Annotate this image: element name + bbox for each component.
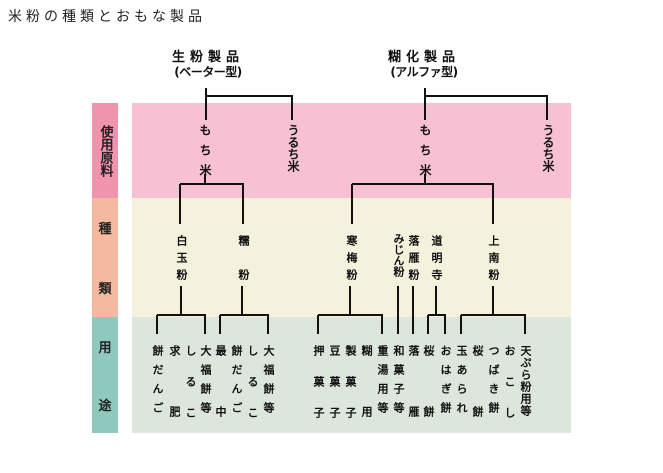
type-rakuganko: 落雁粉 <box>407 235 420 286</box>
use-item: 餅だんご <box>151 345 164 421</box>
use-item: 糊用 <box>360 345 373 467</box>
use-item: 大福餅等 <box>199 345 212 421</box>
use-item: 大福餅等 <box>262 345 275 421</box>
use-item: しるこ <box>184 345 197 438</box>
category-subtitle: (ベーター型) <box>174 65 242 79</box>
connector <box>205 88 293 120</box>
material-uruchimai: うるち米 <box>286 124 300 172</box>
use-item: おこし <box>503 345 516 438</box>
connector <box>179 174 244 224</box>
connector <box>317 286 383 334</box>
use-item: しるこ <box>246 345 259 438</box>
material-uruchimai: うるち米 <box>541 124 555 172</box>
type-jonanko: 上南粉 <box>487 235 500 286</box>
type-domyoji: 道明寺 <box>430 235 443 286</box>
use-item: 天ぷら粉用等 <box>519 345 532 417</box>
connector <box>156 286 206 334</box>
use-item: 玉あられ <box>455 345 468 421</box>
use-item: 最中 <box>214 345 227 467</box>
category-gelatinized: 糊化製品 (アルファ型) <box>364 50 484 80</box>
use-item: 桜餅 <box>422 345 435 467</box>
use-item: 製菓子 <box>344 345 357 438</box>
row-label-text: 途 <box>98 398 112 414</box>
row-label-materials: 使用原料 <box>92 103 118 198</box>
category-name: 生粉製品 <box>171 50 244 65</box>
use-item: おはぎ餅 <box>439 345 452 421</box>
category-raw-flour: 生粉製品 (ベーター型) <box>148 50 268 80</box>
type-shiratamako: 白玉粉 <box>175 235 188 286</box>
connector <box>424 88 548 120</box>
type-mochiko: 糯粉 <box>237 235 250 303</box>
row-label-text: 種 <box>98 222 112 238</box>
connector <box>219 286 269 334</box>
use-item: 重湯用等 <box>376 345 389 421</box>
category-name: 糊化製品 <box>387 50 460 65</box>
row-label-types: 種 類 <box>92 198 118 317</box>
connector <box>460 286 526 334</box>
use-item: 豆菓子 <box>328 345 341 438</box>
uses-band <box>132 317 571 433</box>
connector <box>427 286 446 334</box>
use-item: 餅だんご <box>230 345 243 421</box>
use-item: 押菓子 <box>312 345 325 438</box>
row-label-uses: 用 途 <box>92 317 118 433</box>
row-label-text: 使用原料 <box>97 124 113 177</box>
type-kanbaiko: 寒梅粉 <box>345 235 358 286</box>
use-item: 和菓子等 <box>392 345 405 421</box>
use-item: 求肥 <box>168 345 181 467</box>
diagram-title: 米粉の種類とおもな製品 <box>8 9 206 25</box>
use-item: 落雁 <box>407 345 420 467</box>
connector <box>351 174 494 224</box>
type-mijinko: みじん粉 <box>392 233 405 277</box>
use-item: 桜餅 <box>471 345 484 467</box>
material-mochigome: もち米 <box>418 124 432 184</box>
category-subtitle: (アルファ型) <box>390 65 458 79</box>
material-mochigome: もち米 <box>198 124 212 184</box>
row-label-text: 用 <box>98 340 112 356</box>
row-label-text: 類 <box>98 281 112 297</box>
use-item: つばき餅 <box>487 345 500 421</box>
